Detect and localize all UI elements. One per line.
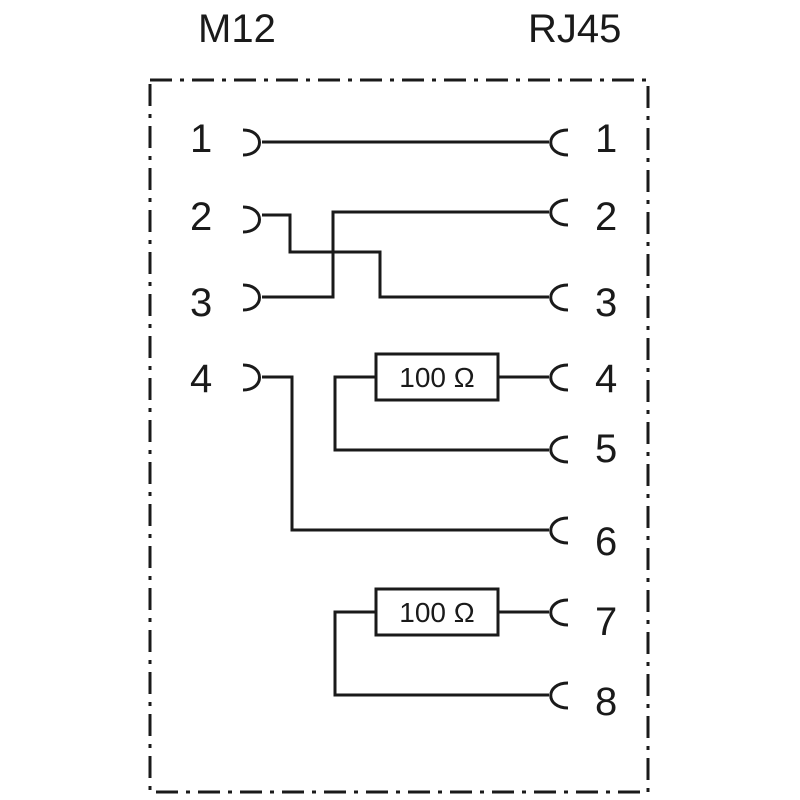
m12-pin-1-label: 1 <box>190 117 212 161</box>
rj45-pin-7-label: 7 <box>595 600 617 644</box>
rj45-pin-3-label: 3 <box>595 281 617 325</box>
rj45-pin-1-label: 1 <box>595 117 617 161</box>
wire-termination-rj45-7-8 <box>333 610 549 697</box>
wire-m12-2-to-rj45-3 <box>262 213 549 299</box>
rj45-pin-4-label: 4 <box>595 357 617 401</box>
rj45-pin-8-contact <box>549 681 569 710</box>
rj45-pin-6-contact <box>549 516 569 545</box>
rj45-pin-3-contact <box>549 283 569 312</box>
rj45-pin-7-contact <box>549 598 569 627</box>
m12-pin-2-label: 2 <box>190 195 212 239</box>
rj45-header: RJ45 <box>528 7 621 51</box>
rj45-pin-4-contact <box>549 363 569 392</box>
m12-pin-4-label: 4 <box>190 357 212 401</box>
m12-pin-2-contact <box>242 205 261 234</box>
resistor-2-box <box>374 587 500 637</box>
rj45-pin-2-contact <box>549 198 569 227</box>
rj45-pin-5-label: 5 <box>595 427 617 471</box>
m12-header: M12 <box>198 7 276 51</box>
rj45-pin-5-contact <box>549 435 569 464</box>
rj45-pin-1-contact <box>549 128 569 157</box>
rj45-pin-8-label: 8 <box>595 680 617 724</box>
resistor-1-box <box>374 352 500 402</box>
wire-m12-4-to-rj45-6 <box>262 375 549 532</box>
resistor-1-value: 100 Ω <box>399 362 474 393</box>
rj45-pin-6-label: 6 <box>595 520 617 564</box>
resistor-2-value: 100 Ω <box>399 597 474 628</box>
wire-m12-3-to-rj45-2 <box>262 210 549 299</box>
m12-pin-3-contact <box>242 283 261 312</box>
m12-pin-4-contact <box>242 363 261 392</box>
wire-termination-rj45-4-5 <box>333 375 549 452</box>
connector-enclosure <box>148 78 650 794</box>
m12-pin-1-contact <box>242 128 261 157</box>
rj45-pin-2-label: 2 <box>595 195 617 239</box>
m12-pin-3-label: 3 <box>190 281 212 325</box>
